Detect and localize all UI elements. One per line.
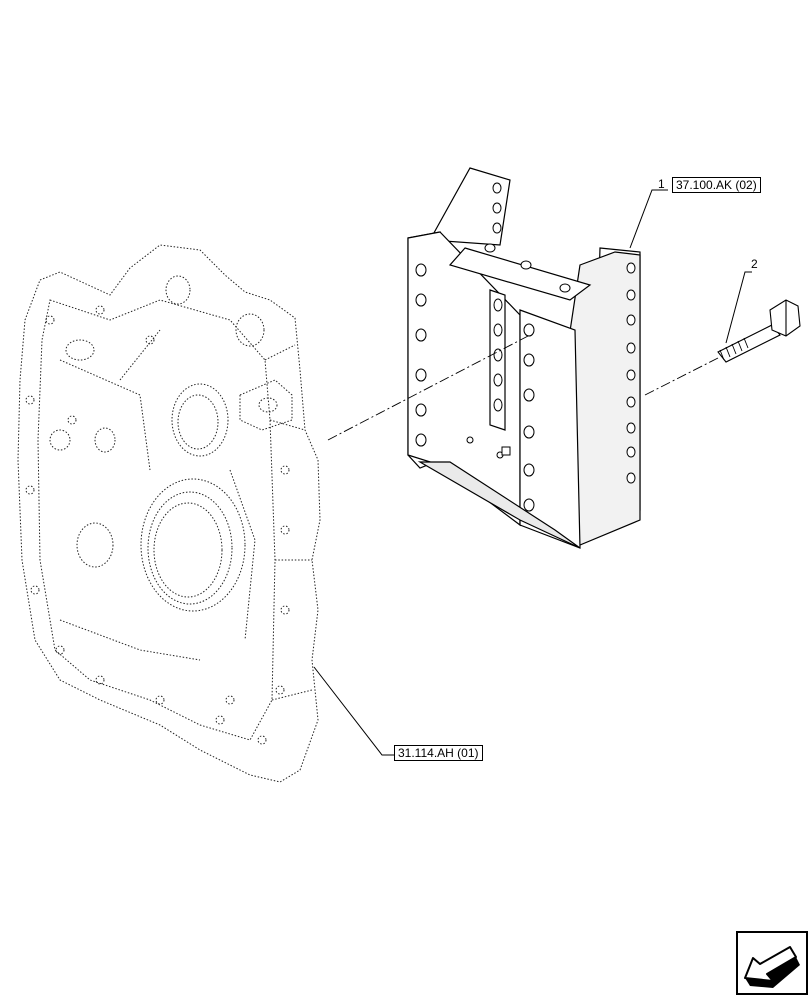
reference-box-drawbar[interactable]: 37.100.AK (02) bbox=[672, 177, 761, 193]
gearbox-housing bbox=[17, 244, 321, 783]
center-lines bbox=[327, 334, 719, 441]
hex-bolt bbox=[717, 299, 801, 363]
part-callout-1: 1 bbox=[658, 177, 665, 191]
leader-lines bbox=[313, 189, 752, 756]
direction-arrow-icon[interactable] bbox=[736, 931, 808, 995]
reference-box-housing[interactable]: 31.114.AH (01) bbox=[394, 745, 483, 761]
drawbar-bracket bbox=[407, 167, 641, 549]
part-callout-2: 2 bbox=[751, 257, 758, 271]
